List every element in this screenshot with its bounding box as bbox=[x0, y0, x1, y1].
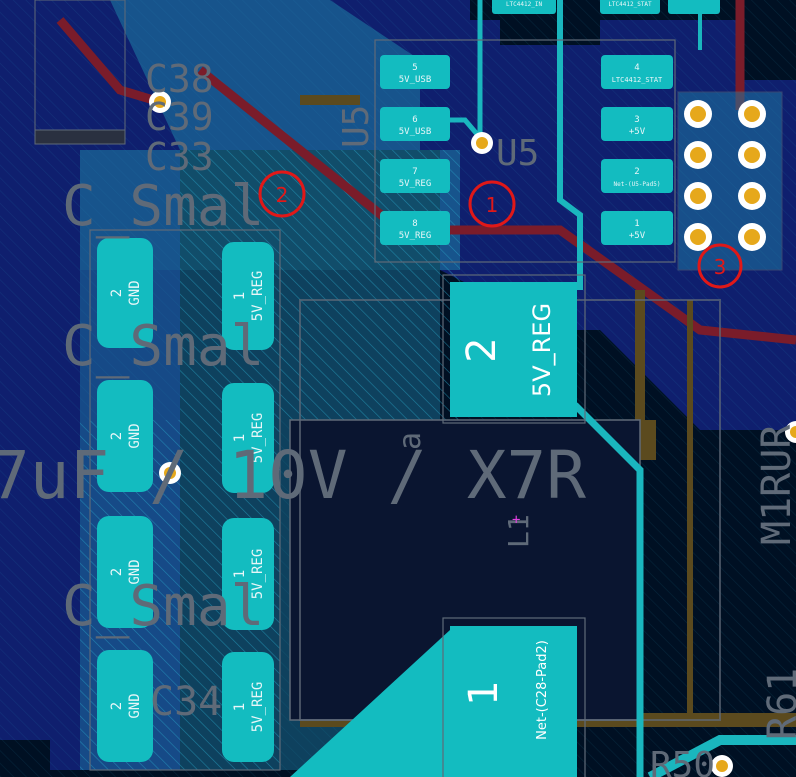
pad-number: 1 bbox=[232, 570, 248, 578]
u5-pin-7[interactable]: 7 5V_REG bbox=[380, 159, 450, 193]
pin-number: 4 bbox=[634, 63, 639, 73]
silk-c38: C38 bbox=[145, 57, 214, 101]
pad-net: 5V_REG bbox=[250, 682, 266, 733]
silk-u5-rot: U5 bbox=[336, 105, 377, 148]
svg-text:15V_REG: 15V_REG bbox=[232, 271, 266, 322]
svg-text:15V_REG: 15V_REG bbox=[232, 413, 266, 464]
trace-teal-group bbox=[420, 0, 796, 777]
pad-number: 2 bbox=[109, 568, 125, 576]
pin-number: 1 bbox=[634, 219, 639, 229]
pad-net: GND bbox=[127, 423, 143, 448]
u5-pin-8[interactable]: 8 5V_REG bbox=[380, 211, 450, 245]
pin-net: +5V bbox=[629, 127, 646, 137]
svg-text:15V_REG: 15V_REG bbox=[232, 549, 266, 600]
pad-net: Net-(C28-Pad2) bbox=[535, 640, 550, 740]
pin-net: Net-(U5-Pad5) bbox=[614, 181, 661, 188]
pin-number: 3 bbox=[634, 115, 639, 125]
pin-number: 2 bbox=[634, 167, 639, 177]
u5-pin-3[interactable]: 3 +5V bbox=[601, 107, 673, 141]
u5-pin-1[interactable]: 1 +5V bbox=[601, 211, 673, 245]
marker-1: 1 bbox=[468, 180, 516, 228]
silk-a: a bbox=[393, 432, 428, 450]
pad-net: LTC4412_IN bbox=[506, 1, 543, 8]
crosshair-icon: + bbox=[512, 512, 520, 528]
pad-net: 5V_REG bbox=[528, 303, 556, 397]
silk-c39: C39 bbox=[145, 95, 214, 139]
pin-number: 5 bbox=[412, 63, 417, 73]
silk-value: 7uF / 10V / X7R bbox=[0, 437, 586, 514]
pin-net: +5V bbox=[629, 231, 646, 241]
silk-csmall-top: C_Smal bbox=[62, 174, 264, 239]
marker-2: 2 bbox=[258, 170, 306, 218]
pin-number: 6 bbox=[412, 115, 417, 125]
pad-net: GND bbox=[127, 280, 143, 305]
top-small-pad-0[interactable]: LTC4412_IN bbox=[492, 0, 556, 14]
u5-pin-6[interactable]: 6 5V_USB bbox=[380, 107, 450, 141]
silkscreen-labels: C38 C39 C33 C_Smal C_Smal C_Smal C34 U5 … bbox=[0, 57, 796, 777]
pad-number: 2 bbox=[459, 337, 505, 362]
u5-pin-5[interactable]: 5 5V_USB bbox=[380, 55, 450, 89]
via-group[interactable] bbox=[149, 91, 796, 777]
pad-number: 1 bbox=[232, 703, 248, 711]
marker-label: 1 bbox=[486, 193, 499, 217]
pad-net: 5V_REG bbox=[250, 549, 266, 600]
marker-label: 3 bbox=[714, 255, 727, 279]
pin-net: 5V_USB bbox=[399, 127, 432, 137]
pad-net: LTC4412_STAT bbox=[608, 1, 652, 8]
silk-r-frag: M1RUR bbox=[754, 424, 796, 545]
pad-number: 1 bbox=[461, 680, 507, 705]
silk-l1: L1 bbox=[502, 514, 535, 548]
big-pad-5v-reg[interactable]: 2 5V_REG bbox=[442, 274, 586, 424]
top-small-pad-2[interactable] bbox=[668, 0, 720, 14]
pin-net: 5V_USB bbox=[399, 75, 432, 85]
pad-net: 5V_REG bbox=[250, 271, 266, 322]
marker-label: 2 bbox=[276, 183, 289, 207]
pad-number: 1 bbox=[232, 434, 248, 442]
pad-number: 2 bbox=[109, 702, 125, 710]
pin-number: 8 bbox=[412, 219, 417, 229]
silk-r50: R50 bbox=[650, 745, 715, 777]
pad-number: 2 bbox=[109, 289, 125, 297]
silk-csmall-mid: C_Smal bbox=[62, 314, 264, 379]
big-pad-net-c28[interactable]: 1 Net-(C28-Pad2) bbox=[290, 617, 586, 777]
pad-number: 1 bbox=[232, 292, 248, 300]
u5-outline bbox=[374, 39, 676, 263]
silk-c34: C34 bbox=[150, 679, 222, 725]
marker-3: 3 bbox=[697, 243, 743, 289]
pad-net: GND bbox=[127, 693, 143, 718]
u5-pin-4[interactable]: 4 LTC4412_STAT bbox=[601, 55, 673, 89]
silk-c33: C33 bbox=[145, 135, 214, 179]
pad-net: GND bbox=[127, 559, 143, 584]
pin-net: 5V_REG bbox=[399, 179, 432, 189]
pad-net: 5V_REG bbox=[250, 413, 266, 464]
pin-net: 5V_REG bbox=[399, 231, 432, 241]
silk-u5: U5 bbox=[496, 133, 539, 174]
silk-r61: R61 bbox=[760, 668, 796, 740]
top-small-pad-1[interactable]: LTC4412_STAT bbox=[600, 0, 660, 14]
silk-csmall-bot: C_Smal bbox=[62, 574, 264, 639]
pin-number: 7 bbox=[412, 167, 417, 177]
svg-text:15V_REG: 15V_REG bbox=[232, 682, 266, 733]
pin-net: LTC4412_STAT bbox=[612, 76, 663, 84]
cap-group-outline bbox=[34, 0, 281, 771]
u5-pin-2[interactable]: 2 Net-(U5-Pad5) bbox=[601, 159, 673, 193]
header-connector[interactable] bbox=[677, 91, 783, 271]
pad-number: 2 bbox=[109, 432, 125, 440]
